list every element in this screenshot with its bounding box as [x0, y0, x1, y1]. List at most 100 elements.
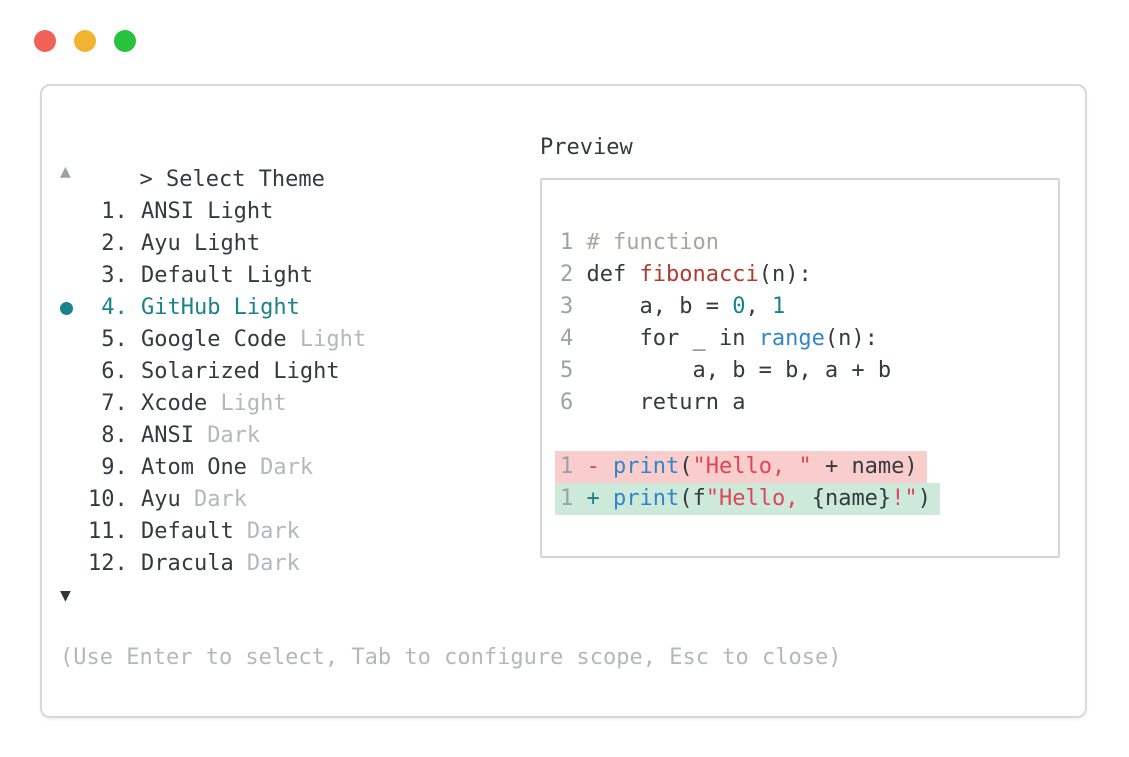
- option-label: ANSI Light: [140, 199, 274, 224]
- theme-option-1[interactable]: 1. ANSI Light: [60, 196, 366, 228]
- option-number: 5.: [101, 327, 128, 352]
- token-number: 1: [771, 294, 786, 319]
- traffic-light-close-button[interactable]: [34, 30, 56, 52]
- token-text: (n):: [758, 262, 812, 287]
- line-number: 1: [560, 230, 574, 255]
- option-number: 11.: [88, 519, 128, 544]
- theme-option-12[interactable]: 12. Dracula Dark: [60, 548, 366, 580]
- token-removed-marker: -: [586, 454, 613, 479]
- token-text: return a: [586, 390, 746, 415]
- traffic-light-zoom-button[interactable]: [114, 30, 136, 52]
- line-content: 2 def fibonacci(n):: [560, 259, 812, 291]
- theme-option-2[interactable]: 2. Ayu Light: [60, 228, 366, 260]
- option-number: 6.: [101, 359, 128, 384]
- line-number: 3: [560, 294, 574, 319]
- option-number: 12.: [88, 551, 128, 576]
- token-builtin: range: [758, 326, 825, 351]
- option-label: Atom One: [140, 455, 247, 480]
- theme-option-7[interactable]: 7. Xcode Light: [60, 388, 366, 420]
- option-label: Google Code: [140, 327, 287, 352]
- traffic-light-minimize-button[interactable]: [74, 30, 96, 52]
- option-number: 2.: [101, 231, 128, 256]
- token-comment: # function: [586, 230, 719, 255]
- token-text: for _ in: [586, 326, 759, 351]
- window-title: Select Theme: [165, 167, 325, 192]
- option-label: Default Light: [140, 263, 314, 288]
- token-builtin: print: [613, 454, 680, 479]
- hint-text: (Use Enter to select, Tab to configure s…: [60, 645, 842, 670]
- option-variant: Dark: [207, 423, 261, 448]
- token-function: fibonacci: [639, 262, 759, 287]
- option-number: 9.: [101, 455, 128, 480]
- theme-list: 1. ANSI Light 2. Ayu Light 3. Default Light 4.…: [60, 196, 366, 580]
- token-text: a, b = b, a + b: [586, 358, 892, 383]
- option-variant: Dark: [246, 551, 300, 576]
- token-string: "Hello,: [705, 486, 812, 511]
- option-label: Ayu: [140, 487, 181, 512]
- line-content: 6 return a: [560, 387, 745, 419]
- theme-picker-window: > Select Theme Preview ▲ 1. ANSI Light 2. Ay…: [40, 84, 1087, 718]
- line-number: 2: [560, 262, 574, 287]
- theme-option-5[interactable]: 5. Google Code Light: [60, 324, 366, 356]
- option-variant: Light: [220, 391, 287, 416]
- option-number: 8.: [101, 423, 128, 448]
- code-line-2: 2 def fibonacci(n):: [560, 259, 940, 291]
- option-number: 1.: [101, 199, 128, 224]
- token-text: (: [679, 454, 693, 479]
- option-number: 4.: [101, 295, 128, 320]
- option-label: Solarized Light: [140, 359, 340, 384]
- option-label: Ayu Light: [140, 231, 261, 256]
- theme-option-8[interactable]: 8. ANSI Dark: [60, 420, 366, 452]
- option-label: GitHub Light: [140, 295, 300, 320]
- line-content: 5 a, b = b, a + b: [560, 355, 891, 387]
- token-text: + name): [811, 454, 918, 479]
- scroll-down-icon: ▼: [60, 585, 71, 606]
- token-text: ): [917, 486, 931, 511]
- code-line-3: 3 a, b = 0, 1: [560, 291, 940, 323]
- line-number: 1: [560, 454, 574, 479]
- code-line-6: 6 return a: [560, 387, 940, 419]
- line-content: 1 + print(f"Hello, {name}!"): [555, 483, 940, 515]
- token-number: 0: [732, 294, 746, 319]
- option-number: 7.: [101, 391, 128, 416]
- code-line-5: 5 a, b = b, a + b: [560, 355, 940, 387]
- code-line-1: 1 # function: [560, 227, 940, 259]
- option-label: ANSI: [140, 423, 194, 448]
- option-variant: Dark: [260, 455, 314, 480]
- option-variant: Dark: [193, 487, 247, 512]
- prompt-line: > Select Theme: [60, 132, 325, 228]
- token-string: !": [891, 486, 918, 511]
- token-text: def: [586, 262, 640, 287]
- line-number: 6: [560, 390, 574, 415]
- line-number: 1: [560, 486, 574, 511]
- token-string: "Hello, ": [692, 454, 812, 479]
- line-content: 1 - print("Hello, " + name): [555, 451, 927, 483]
- prompt-chevron: >: [139, 167, 153, 192]
- preview-label: Preview: [540, 135, 633, 160]
- diff-removed-line: 1 - print("Hello, " + name): [555, 451, 940, 483]
- option-variant: Light: [299, 327, 367, 352]
- option-label: Default: [140, 519, 234, 544]
- theme-option-3[interactable]: 3. Default Light: [60, 260, 366, 292]
- option-label: Dracula: [140, 551, 234, 576]
- option-number: 3.: [101, 263, 128, 288]
- diff-added-line: 1 + print(f"Hello, {name}!"): [555, 483, 940, 515]
- theme-option-4[interactable]: 4. GitHub Light: [60, 292, 366, 324]
- token-text: (n):: [824, 326, 878, 351]
- theme-option-6[interactable]: 6. Solarized Light: [60, 356, 366, 388]
- theme-option-9[interactable]: 9. Atom One Dark: [60, 452, 366, 484]
- token-text: {name}: [811, 486, 892, 511]
- theme-option-10[interactable]: 10. Ayu Dark: [60, 484, 366, 516]
- line-number: 4: [560, 326, 574, 351]
- code-line-blank: [560, 419, 940, 451]
- scroll-up-icon: ▲: [60, 161, 71, 182]
- bullet-icon: [60, 301, 73, 315]
- option-label: Xcode: [140, 391, 208, 416]
- line-content: 4 for _ in range(n):: [560, 323, 878, 355]
- option-number: 10.: [88, 487, 128, 512]
- token-text: ,: [745, 294, 772, 319]
